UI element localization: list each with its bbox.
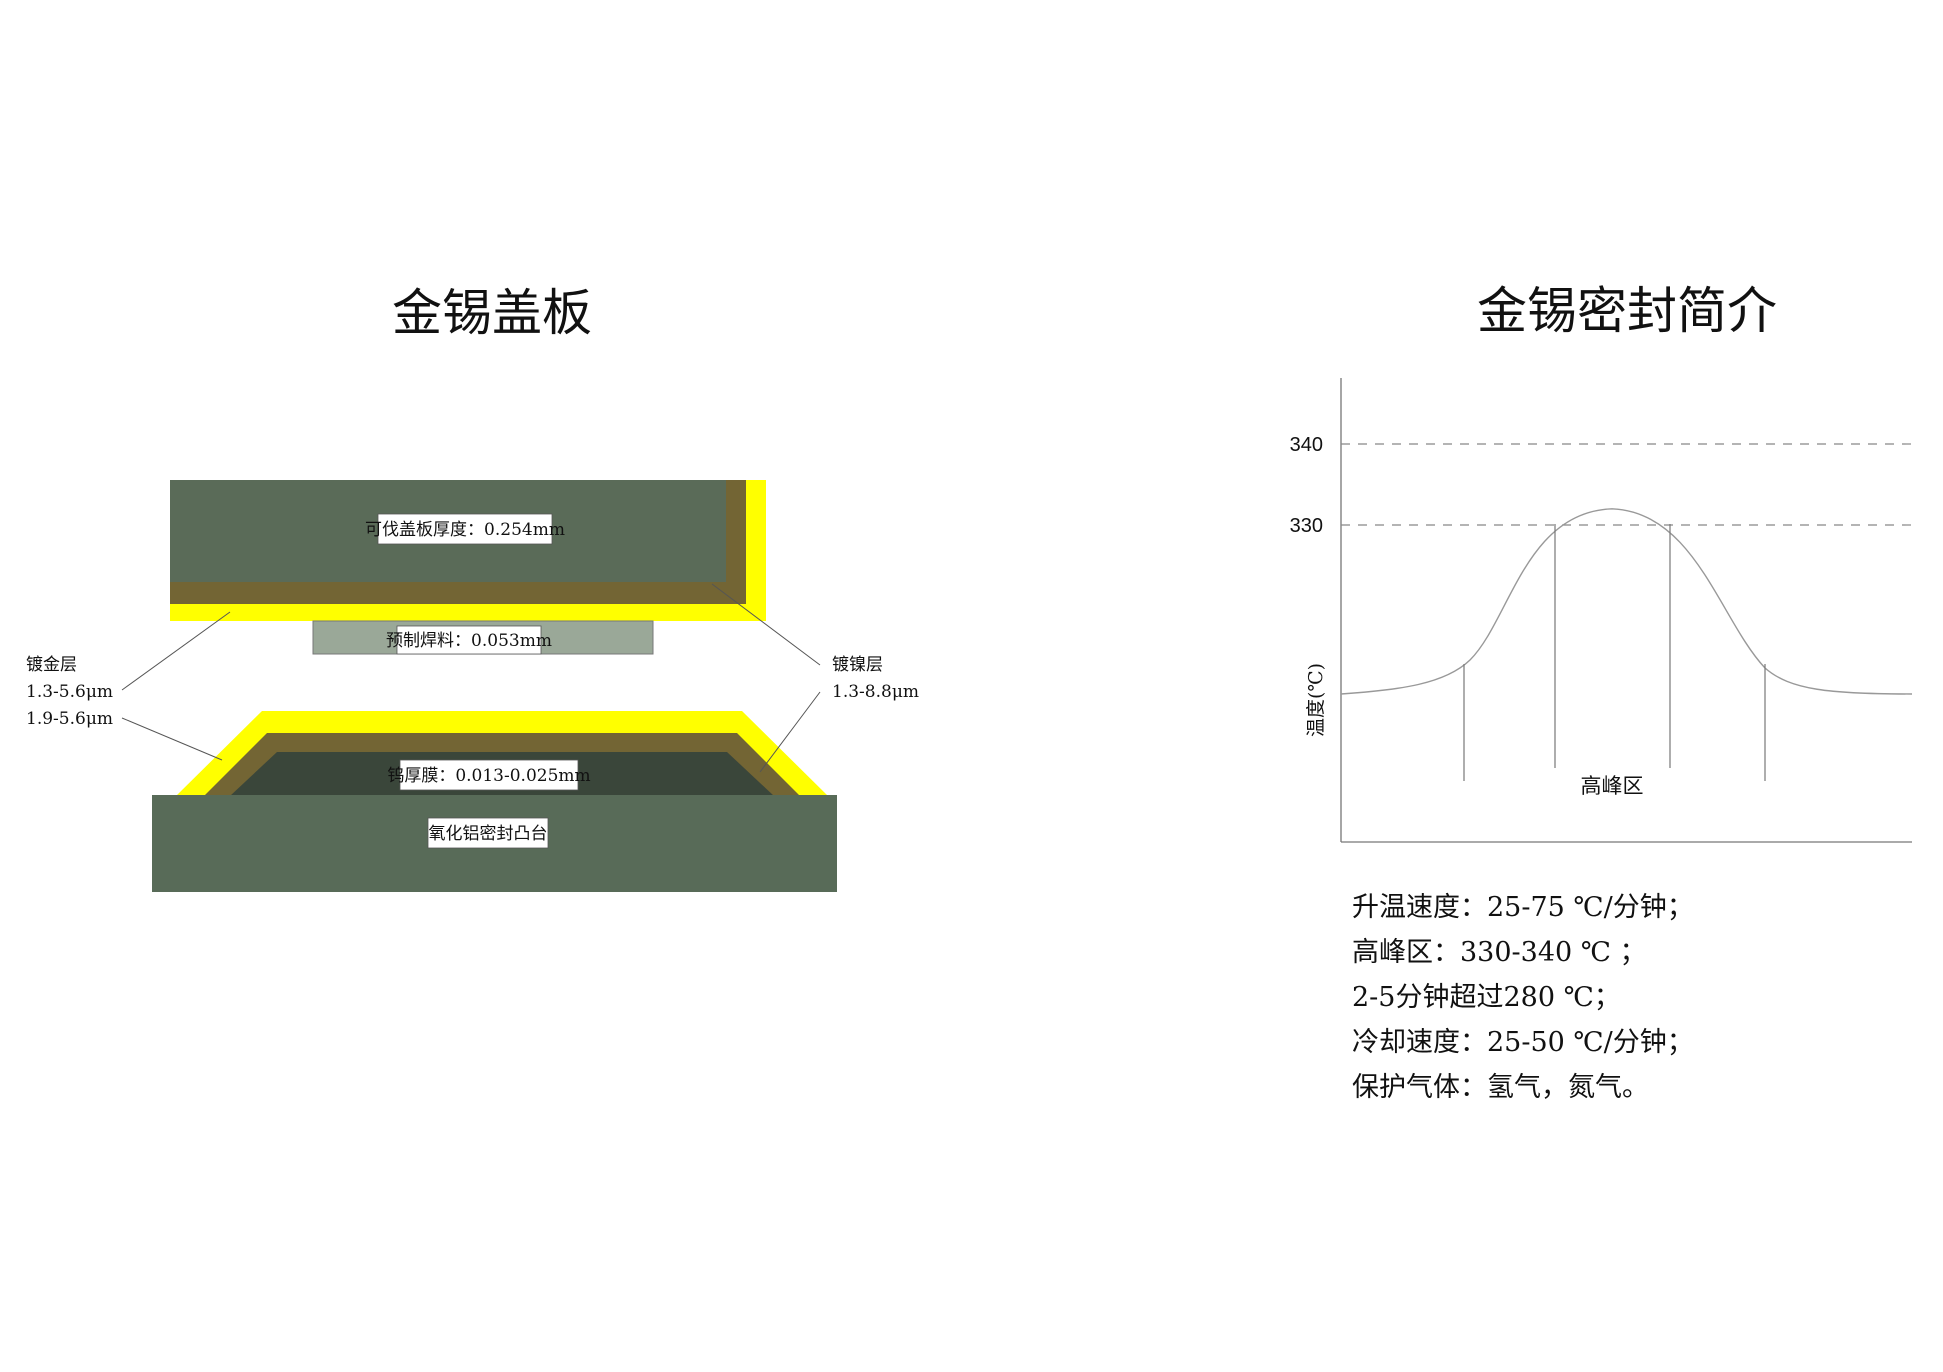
nickel-layer-range: 1.3-8.8μm	[832, 682, 919, 702]
temperature-profile-curve	[1340, 508, 1913, 695]
y-tick-340: 340	[1290, 434, 1323, 456]
right-title: 金锡密封简介	[1477, 282, 1777, 340]
gold-layer-range-1: 1.3-5.6μm	[26, 682, 113, 702]
nickel-leader-upper	[711, 583, 821, 666]
param-heating-rate: 升温速度：25-75 ℃/分钟；	[1352, 892, 1694, 923]
gold-leader-lower	[121, 717, 223, 761]
param-peak-zone: 高峰区：330-340 ℃ ；	[1352, 937, 1647, 968]
preform-label: 预制焊料：0.053mm	[386, 625, 552, 655]
base-assembly	[152, 711, 837, 892]
param-cooling-rate: 冷却速度：25-50 ℃/分钟；	[1352, 1027, 1694, 1058]
tungsten-label: 钨厚膜：0.013-0.025mm	[387, 759, 591, 791]
y-tick-330: 330	[1290, 515, 1323, 537]
preform-text: 预制焊料：0.053mm	[386, 631, 552, 651]
nickel-leader-lower	[759, 691, 821, 773]
base-label: 氧化铝密封凸台	[427, 817, 549, 849]
leader-lines	[121, 583, 821, 773]
tungsten-text: 钨厚膜：0.013-0.025mm	[387, 766, 590, 786]
left-title: 金锡盖板	[392, 284, 592, 342]
nickel-layer-title: 镀镍层	[832, 655, 883, 675]
base-text: 氧化铝密封凸台	[429, 824, 548, 844]
gold-leader-upper	[121, 611, 231, 691]
gold-layer-range-2: 1.9-5.6μm	[26, 709, 113, 729]
reflow-profile-chart: 340 330 温度(℃) 高峰区	[1290, 378, 1913, 843]
param-shielding-gas: 保护气体：氢气，氮气。	[1352, 1072, 1649, 1103]
y-axis-label: 温度(℃)	[1305, 663, 1327, 737]
process-parameters: 升温速度：25-75 ℃/分钟； 高峰区：330-340 ℃ ； 2-5分钟超过…	[1352, 885, 1694, 1110]
peak-region-label: 高峰区	[1581, 774, 1644, 798]
cover-thickness-label: 可伐盖板厚度：0.254mm	[365, 513, 565, 545]
gold-layer-title: 镀金层	[26, 655, 77, 675]
param-time-above-280: 2-5分钟超过280 ℃；	[1352, 982, 1621, 1013]
cover-thickness-text: 可伐盖板厚度：0.254mm	[365, 520, 565, 540]
